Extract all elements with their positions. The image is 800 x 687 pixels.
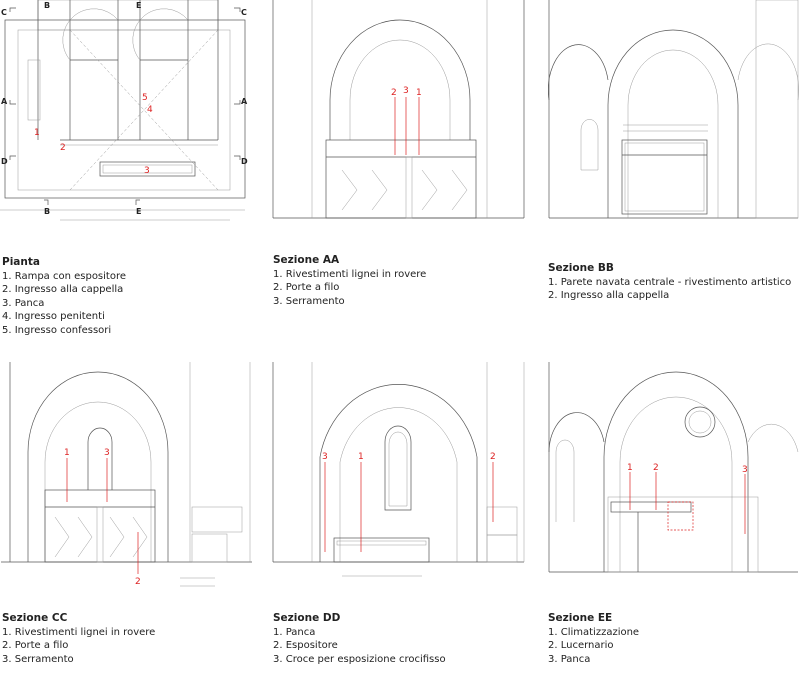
marker-label: 2 <box>135 577 141 587</box>
legend-item: 2. Porte a filo <box>273 282 340 293</box>
marker-label: 2 <box>391 88 397 98</box>
legend-item: 4. Ingresso penitenti <box>2 311 105 322</box>
section-mark: E <box>136 1 141 10</box>
caption-sezione-dd: Sezione DD 1. Panca 2. Espositore 3. Cro… <box>273 612 446 666</box>
marker-label: 1 <box>627 463 633 473</box>
caption-sezione-cc: Sezione CC 1. Rivestimenti lignei in rov… <box>2 612 155 666</box>
legend-item: 2. Ingresso alla cappella <box>548 290 670 301</box>
drawing-sezione-dd: 3 1 2 <box>272 362 526 592</box>
marker-label: 1 <box>358 452 364 462</box>
legend-item: 2. Lucernario <box>548 640 614 651</box>
legend-item: 1. Rivestimenti lignei in rovere <box>273 268 427 280</box>
legend-item: 3. Panca <box>548 653 591 665</box>
legend-item: 5. Ingresso confessori <box>2 324 112 336</box>
marker-label: 3 <box>403 86 409 96</box>
drawing-sezione-cc: 1 3 2 <box>0 362 252 592</box>
drawing-sezione-aa: 2 3 1 <box>272 0 526 220</box>
section-mark: B <box>44 207 50 216</box>
legend-item: 3. Panca <box>2 297 45 309</box>
section-mark: B <box>44 1 50 10</box>
marker-label: 1 <box>64 448 70 458</box>
drawing-sezione-ee: 1 2 3 <box>548 362 800 592</box>
legend-item: 3. Serramento <box>2 653 74 665</box>
marker-2: 2 <box>60 143 66 153</box>
marker-5: 5 <box>142 93 148 103</box>
legend-item: 2. Ingresso alla cappella <box>2 284 124 295</box>
legend-item: 1. Rampa con espositore <box>2 270 127 282</box>
caption-title: Sezione CC <box>2 612 68 624</box>
marker-label: 3 <box>742 465 748 475</box>
caption-sezione-bb: Sezione BB 1. Parete navata centrale - r… <box>548 262 791 303</box>
marker-label: 2 <box>653 463 659 473</box>
marker-label: 2 <box>490 452 496 462</box>
caption-title: Sezione AA <box>273 254 340 266</box>
legend-item: 3. Croce per esposizione crocifisso <box>273 653 446 665</box>
marker-3: 3 <box>144 166 150 176</box>
marker-4: 4 <box>147 105 153 115</box>
marker-label: 1 <box>416 88 422 98</box>
section-mark: C <box>1 8 7 17</box>
legend-item: 1. Panca <box>273 626 316 638</box>
legend-item: 2. Porte a filo <box>2 640 69 651</box>
section-mark: A <box>1 97 8 106</box>
legend-item: 1. Rivestimenti lignei in rovere <box>2 626 156 638</box>
section-mark: D <box>1 157 8 166</box>
caption-sezione-ee: Sezione EE 1. Climatizzazione 2. Lucerna… <box>548 612 639 666</box>
marker-label: 3 <box>104 448 110 458</box>
legend-item: 3. Serramento <box>273 295 345 307</box>
caption-title: Sezione DD <box>273 612 341 624</box>
section-mark: E <box>136 207 141 216</box>
caption-pianta: Pianta 1. Rampa con espositore 2. Ingres… <box>2 256 126 337</box>
legend-item: 2. Espositore <box>273 640 338 651</box>
legend-item: 1. Climatizzazione <box>548 626 640 638</box>
drawing-pianta: C C A A D D B B E E 1 2 3 4 5 <box>0 0 252 225</box>
section-mark: D <box>241 157 248 166</box>
marker-label: 3 <box>322 452 328 462</box>
drawing-sezione-bb <box>548 0 800 220</box>
caption-sezione-aa: Sezione AA 1. Rivestimenti lignei in rov… <box>273 254 426 308</box>
legend-item: 1. Parete navata centrale - rivestimento… <box>548 276 792 288</box>
section-mark: C <box>241 8 247 17</box>
section-mark: A <box>241 97 248 106</box>
caption-title: Sezione EE <box>548 612 613 624</box>
marker-1: 1 <box>34 128 40 138</box>
caption-title: Sezione BB <box>548 262 614 274</box>
caption-title: Pianta <box>2 256 40 268</box>
